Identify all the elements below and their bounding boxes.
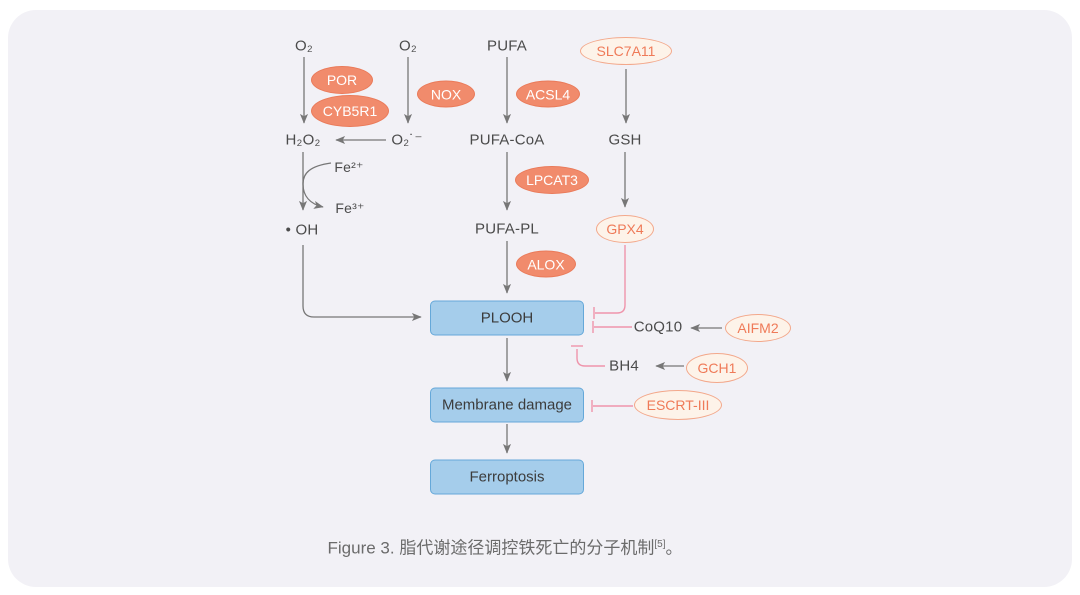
enzyme-alox: ALOX <box>516 250 576 278</box>
enzyme-gpx4: GPX4 <box>596 215 654 243</box>
activation-arrows <box>298 57 722 454</box>
enzyme-slc7a11: SLC7A11 <box>580 37 672 65</box>
label-fe2: Fe²⁺ <box>334 159 364 175</box>
arc-fe2-to-fe3 <box>302 162 332 209</box>
label-gsh: GSH <box>608 131 642 149</box>
enzyme-aifm2: AIFM2 <box>725 314 791 342</box>
enzyme-acsl4: ACSL4 <box>516 80 580 108</box>
inhibit-gpx4-to-plooh <box>595 245 626 314</box>
enzyme-por: POR <box>311 66 373 94</box>
label-pufa-pl: PUFA-PL <box>475 220 539 238</box>
figure-caption: Figure 3. 脂代谢途径调控铁死亡的分子机制[5]。 <box>328 534 683 559</box>
inhibit-bh4-to-plooh <box>576 349 605 367</box>
enzyme-nox: NOX <box>417 80 475 108</box>
box-membrane-damage: Membrane damage <box>430 387 584 423</box>
label-hydroxyl: • OH <box>285 221 319 239</box>
arrow-oh-to-plooh <box>302 245 422 322</box>
box-ferroptosis: Ferroptosis <box>430 459 584 495</box>
label-superoxide: O₂˙⁻ <box>391 131 423 149</box>
label-pufa-coa: PUFA-CoA <box>469 131 545 149</box>
figure-caption-text: 脂代谢途径调控铁死亡的分子机制 <box>394 538 655 558</box>
label-fe3: Fe³⁺ <box>335 200 365 216</box>
enzyme-escrt3: ESCRT-III <box>634 390 722 420</box>
enzyme-lpcat3: LPCAT3 <box>515 166 589 194</box>
label-h2o2: H₂O₂ <box>285 131 321 149</box>
label-o2-left: O₂ <box>295 37 313 55</box>
figure-caption-suffix: 。 <box>665 538 683 558</box>
label-pufa: PUFA <box>487 37 527 55</box>
enzyme-cyb5r1: CYB5R1 <box>311 95 389 127</box>
label-coq10: CoQ10 <box>633 318 683 336</box>
enzyme-gch1: GCH1 <box>686 353 748 383</box>
label-o2-mid: O₂ <box>399 37 417 55</box>
label-bh4: BH4 <box>609 357 639 375</box>
inhibition-lines <box>571 245 633 412</box>
figure-caption-label: Figure 3. <box>327 538 395 558</box>
figure-caption-ref: [5] <box>654 538 666 550</box>
box-plooh: PLOOH <box>430 300 584 336</box>
